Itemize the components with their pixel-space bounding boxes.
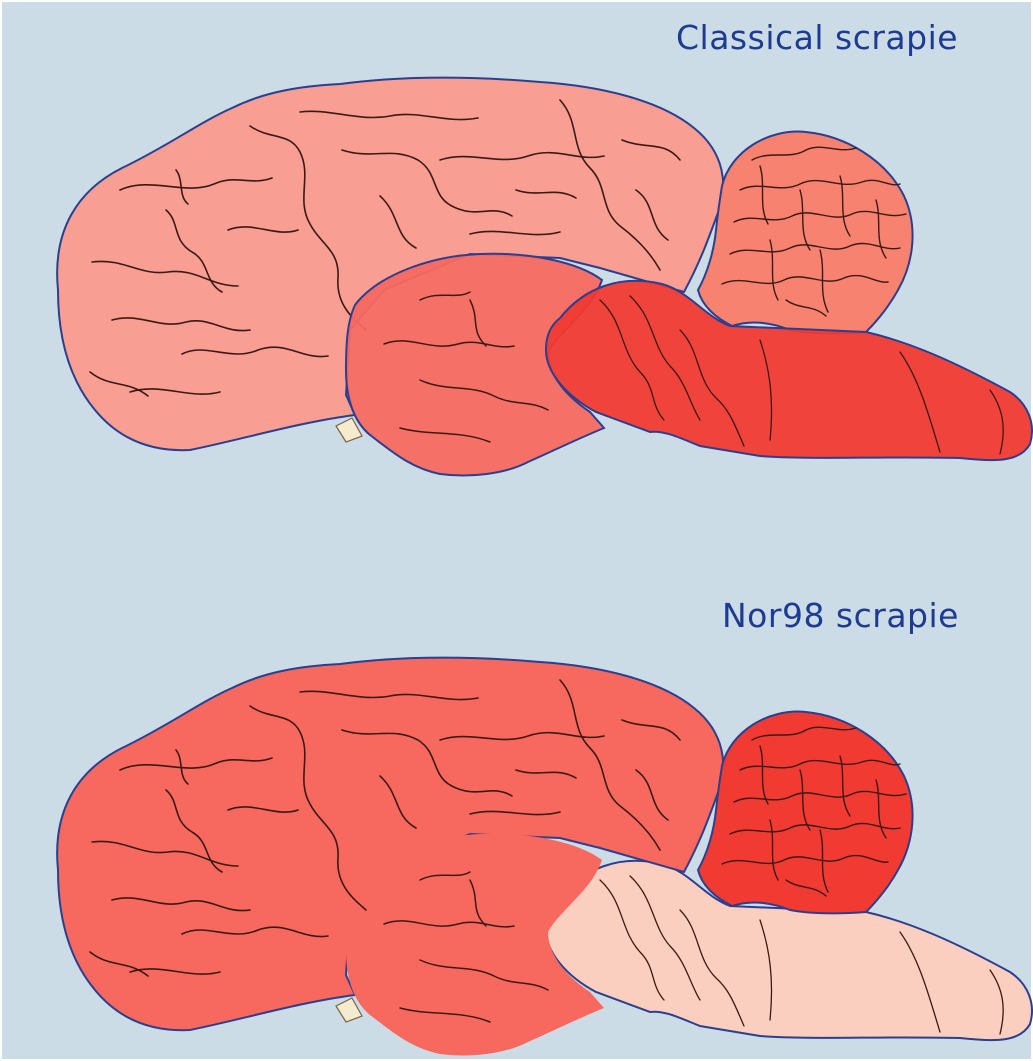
cerebellum-region [698,132,913,334]
panel-label-classical: Classical scrapie [676,18,958,57]
nor98-brain [57,658,1032,1056]
panel-label-nor98: Nor98 scrapie [722,596,959,635]
nerve [336,998,362,1022]
classical-brain [57,78,1032,476]
cerebellum-region [698,712,913,914]
